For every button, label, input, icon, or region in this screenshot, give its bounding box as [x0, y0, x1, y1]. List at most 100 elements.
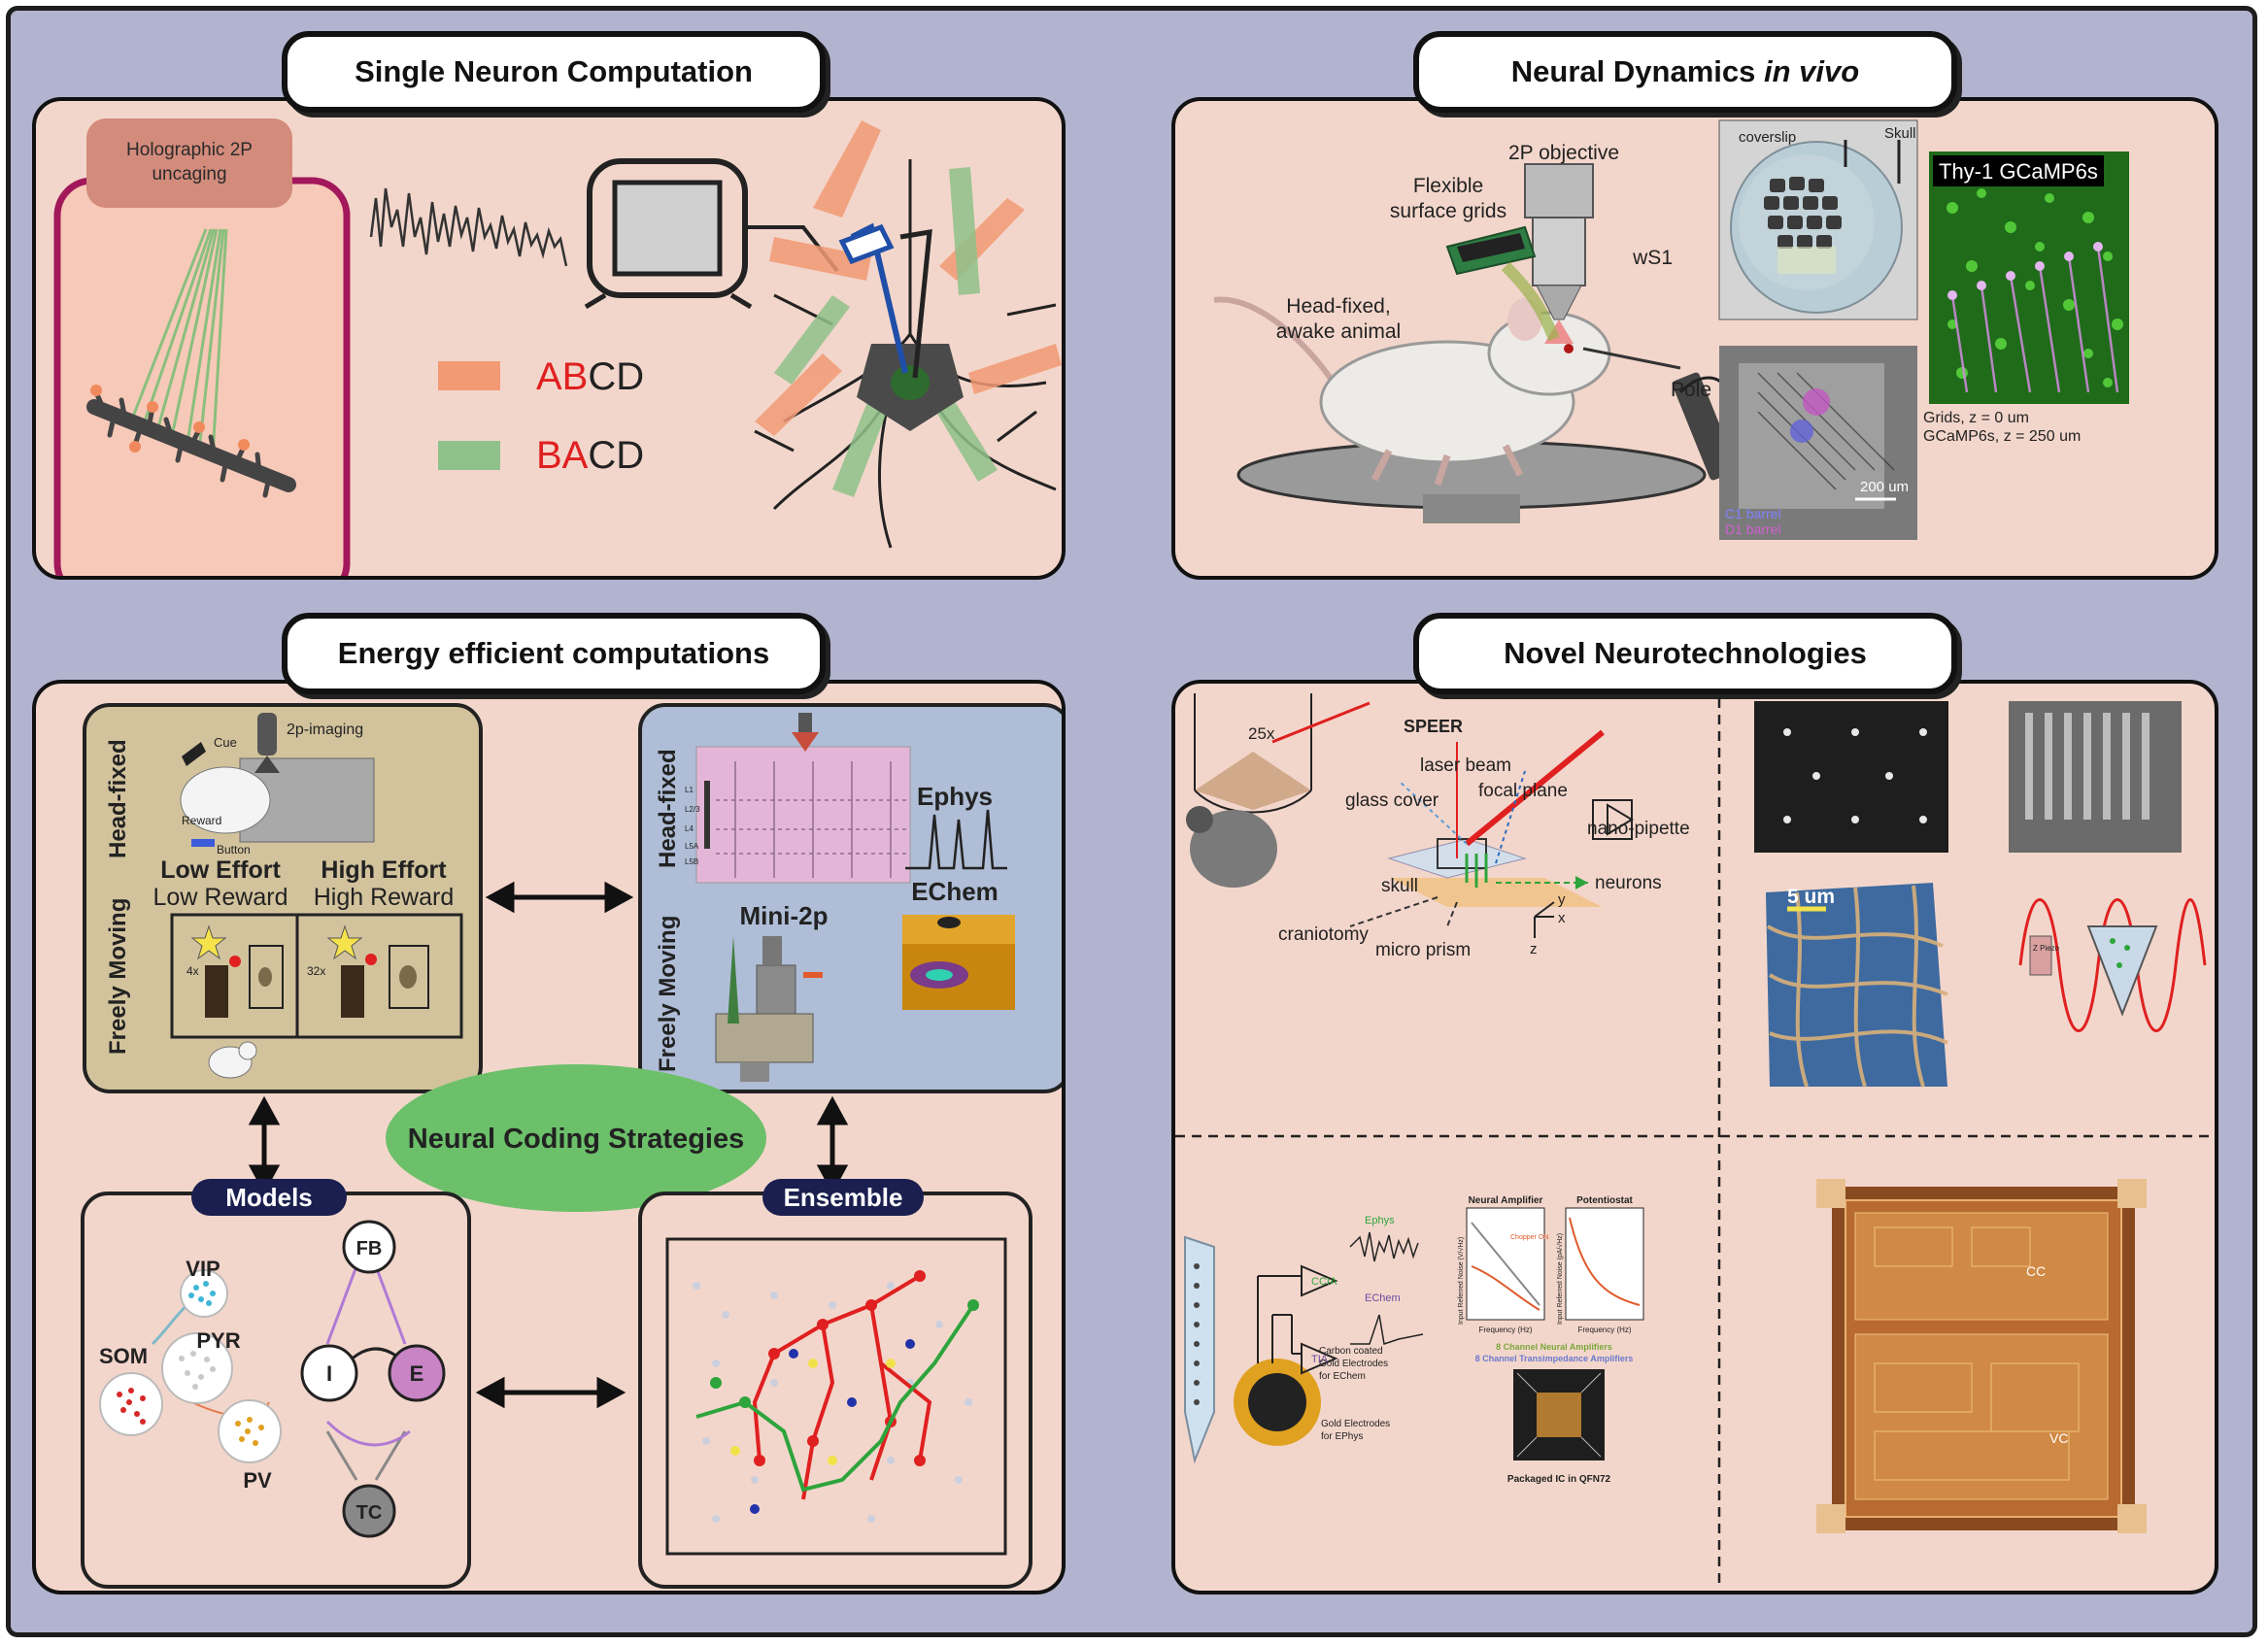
skull-label: Skull [1884, 125, 1916, 142]
sem-image-2 [2009, 701, 2182, 853]
cue-label: Cue [214, 735, 237, 750]
title-energy: Energy efficient computations [282, 613, 826, 694]
echem-small-trace [1350, 1314, 1424, 1345]
arrow-olive-models [248, 1095, 281, 1194]
voltage-trace [369, 187, 568, 267]
legend-swatch-bacd [438, 441, 500, 470]
button-label: Button [217, 843, 251, 856]
gcamp-label: Thy-1 GCaMP6s [1939, 159, 2098, 184]
node-e: E [410, 1361, 424, 1386]
layer-l5a: L5A [685, 842, 699, 851]
potentiostat-plot [1565, 1207, 1644, 1321]
title-single-neuron: Single Neuron Computation [282, 31, 826, 113]
node-pv: PV [243, 1468, 272, 1493]
coverslip-label: coverslip [1739, 129, 1796, 146]
legend-swatch-abcd [438, 361, 500, 390]
nano-pipette-label: nano-pipette [1587, 819, 1690, 839]
models-tab [191, 1179, 347, 1216]
pole-label: Pole [1671, 379, 1711, 401]
models-circuit [99, 1220, 446, 1538]
low-reward-label: Low Reward [153, 884, 288, 911]
ccia-label: CCIA [1311, 1276, 1337, 1288]
objective-label: 2P objective [1508, 142, 1619, 164]
coverslip-inset [1718, 119, 1918, 320]
title-neurotech: Novel Neurotechnologies [1413, 613, 1957, 694]
ensemble-tab [762, 1179, 924, 1216]
axis-z-label: z [1530, 941, 1538, 957]
piezo-sine-diagram [2018, 898, 2207, 1032]
x32-label: 32x [307, 964, 325, 978]
cc-label: CC [2026, 1263, 2046, 1279]
tia-amps-label: 8 Channel Transimpedance Amplifiers [1475, 1354, 1634, 1363]
mag-label: 25x [1248, 724, 1275, 743]
mini2p-icon [715, 936, 823, 1082]
pot-ylabel: Input Referred Noise (pA/√Hz) [1556, 1233, 1564, 1325]
speer-label: SPEER [1404, 717, 1463, 736]
gcamp-caption-line2: GCaMP6s, z = 250 um [1923, 428, 2081, 445]
uncaging-label-line2: uncaging [152, 164, 226, 185]
echem-small-label: EChem [1365, 1292, 1401, 1304]
gold-label-2: for EPhys [1321, 1431, 1363, 1442]
arrow-olive-blue [485, 881, 634, 914]
c1-barrel-label: C1 barrel [1725, 506, 1781, 521]
ensemble-graph [665, 1237, 1007, 1556]
layer-l5b: L5B [685, 857, 698, 866]
carbon-label-2: Gold Electrodes [1319, 1359, 1388, 1369]
flexible-grid-icon [1445, 225, 1560, 342]
carbon-label-1: Carbon coated [1319, 1346, 1383, 1357]
amp-title: Neural Amplifier [1469, 1195, 1543, 1206]
neural-amps-label: 8 Channel Neural Amplifiers [1496, 1342, 1612, 1352]
barrel-image [1719, 346, 1917, 540]
vc-label: VC [2049, 1430, 2068, 1446]
freely-moving-label-left: Freely Moving [105, 898, 131, 1055]
arrow-blue-ensemble [816, 1095, 849, 1194]
ephys-label: Ephys [917, 782, 993, 811]
packaged-ic-image [1513, 1369, 1605, 1460]
node-i: I [326, 1361, 332, 1386]
coding-ellipse [386, 1064, 766, 1212]
high-reward-label: High Reward [314, 884, 455, 911]
panel-energy: Head-fixed Freely Moving Cue 2p-imaging … [32, 680, 1066, 1595]
head-fixed-label-right: Head-fixed [655, 749, 681, 868]
probe-icon [1184, 1235, 1338, 1464]
node-som: SOM [99, 1344, 148, 1368]
d1-barrel-label: D1 barrel [1725, 521, 1781, 537]
ensemble-label: Ensemble [784, 1183, 903, 1212]
amp-ylabel: Input Referred Noise (V/√Hz) [1457, 1237, 1465, 1325]
laser-beam-label: laser beam [1420, 755, 1511, 776]
pot-title: Potentiostat [1576, 1195, 1633, 1206]
animal-label-line2: awake animal [1276, 320, 1401, 343]
low-effort-label: Low Effort [160, 856, 281, 884]
panel-neurotech: SPEER 25x laser beam glass cover focal p… [1171, 680, 2218, 1595]
chopper-label: Chopper ON [1510, 1234, 1548, 1241]
coding-label: Neural Coding Strategies [408, 1124, 744, 1155]
imaging-label: 2p-imaging [287, 722, 363, 738]
panel-neural-dynamics: 2P objective Flexible surface grids Head… [1171, 97, 2218, 580]
cortex-imaging-icon [695, 713, 911, 884]
neural-amp-plot [1466, 1207, 1545, 1321]
echem-heatmap [902, 915, 1015, 1010]
scale-200um: 200 um [1860, 479, 1909, 495]
uncaging-label-line1: Holographic 2P [126, 140, 253, 160]
x4-label: 4x [186, 964, 199, 978]
axis-y-label: y [1558, 891, 1566, 908]
objective-icon [1524, 163, 1594, 344]
carbon-label-3: for EChem [1319, 1371, 1366, 1382]
chip-die-image [1816, 1179, 2147, 1533]
axis-x-label: x [1558, 910, 1566, 926]
freely-moving-mouse-icon [208, 1041, 257, 1079]
monitor-icon [584, 158, 839, 310]
node-fb: FB [356, 1238, 383, 1259]
layer-l23: L2/3 [685, 805, 700, 814]
neuron-icon [754, 120, 1062, 549]
glass-cover-label: glass cover [1345, 790, 1439, 811]
craniotomy-label: craniotomy [1278, 924, 1369, 945]
title-neural-dynamics: Neural Dynamics in vivo [1413, 31, 1957, 113]
scale-5um: 5 um [1787, 886, 1835, 908]
high-effort-label: High Effort [321, 856, 447, 884]
node-tc: TC [356, 1502, 383, 1524]
skull-label-speer: skull [1381, 876, 1418, 896]
tia-label: TIA [1311, 1354, 1329, 1365]
mini2p-label: Mini-2p [740, 901, 829, 930]
focal-plane-label: focal plane [1478, 781, 1568, 801]
